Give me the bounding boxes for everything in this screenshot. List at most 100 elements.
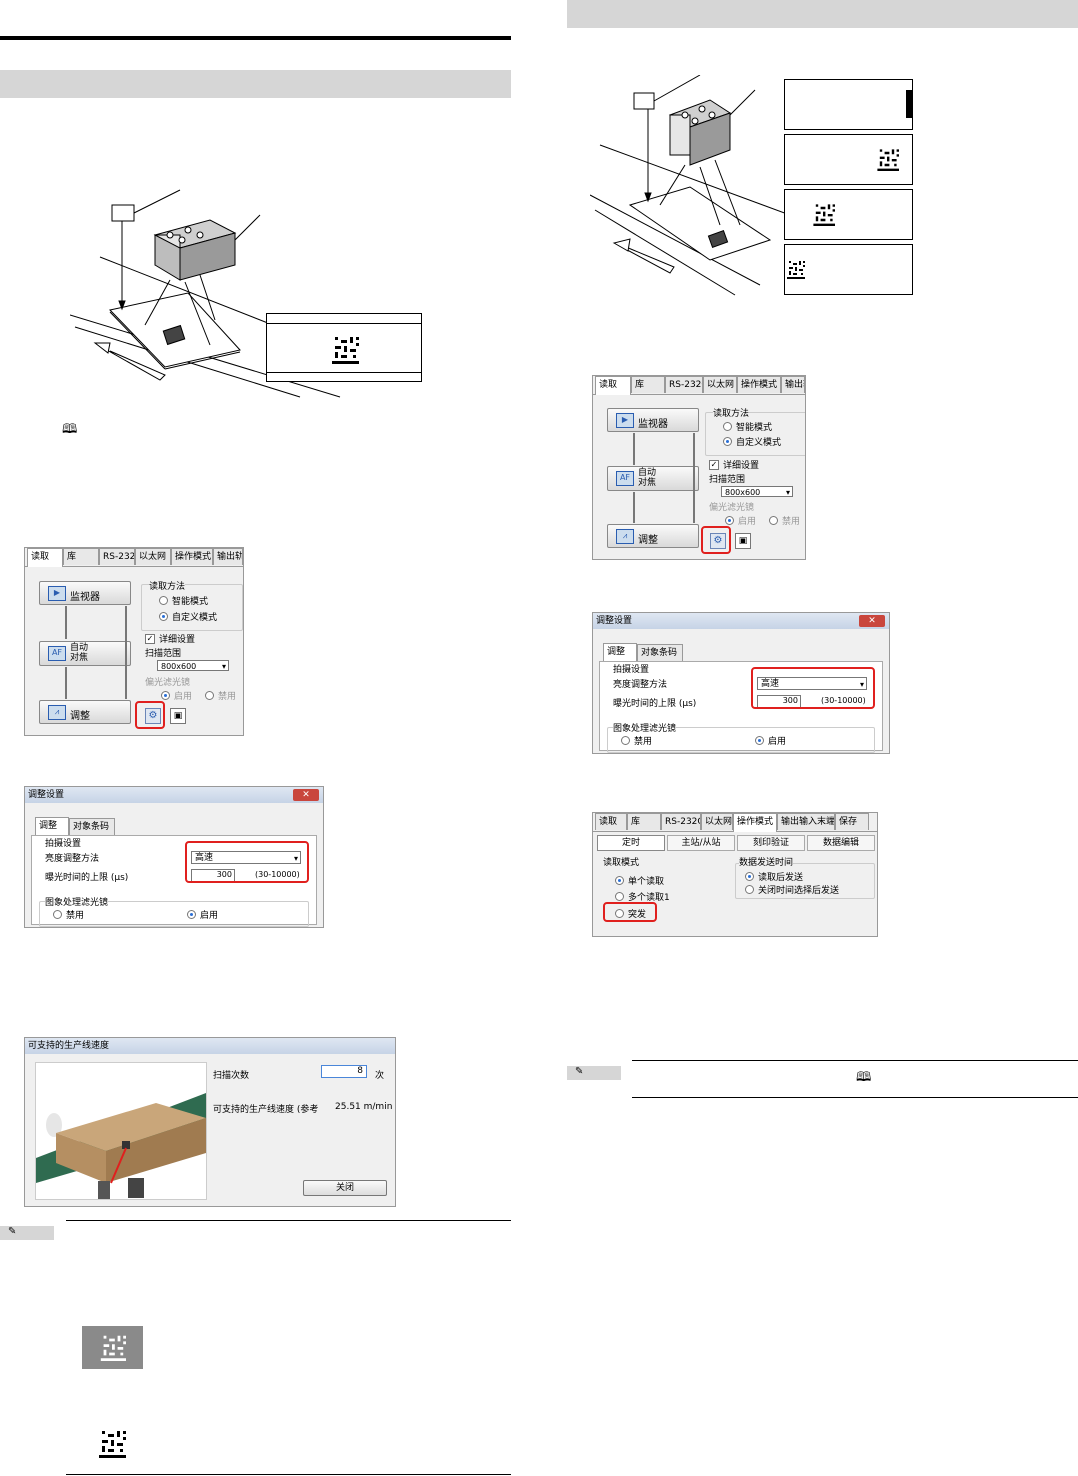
read-method-label: 读取方法: [713, 406, 750, 419]
subtab-master-slave[interactable]: 主站/从站: [667, 835, 735, 851]
highlight-box: [751, 667, 875, 709]
multi-read-option[interactable]: 多个读取1: [615, 890, 670, 903]
tab-read[interactable]: 读取: [595, 813, 627, 830]
tab-operation-mode[interactable]: 操作模式: [171, 548, 213, 565]
tab-ethernet[interactable]: 以太网: [701, 813, 733, 830]
subtab-timing[interactable]: 定时: [597, 835, 665, 851]
smart-mode-option[interactable]: 智能模式: [159, 594, 208, 607]
close-icon[interactable]: ✕: [293, 789, 319, 801]
brightness-method-select[interactable]: 高速: [757, 677, 867, 691]
line-speed-label: 可支持的生产线速度 (参考: [213, 1105, 319, 1115]
section-band: [567, 0, 1078, 28]
filter-disable-option[interactable]: 禁用: [621, 734, 652, 747]
after-timing-off-option[interactable]: 关闭时间选择后发送: [745, 883, 839, 896]
tab-code-conditions[interactable]: 对象条码: [69, 818, 115, 835]
top-rule: [0, 36, 511, 40]
polarizer-enable-option[interactable]: 启用: [161, 689, 192, 702]
gear-icon[interactable]: ⚙: [145, 708, 161, 724]
tab-tuning[interactable]: 调整: [603, 643, 637, 662]
tab-bar: 读取 库 RS-232C 以太网 操作模式 输出输入末端 保存: [593, 813, 877, 832]
tab-read[interactable]: 读取: [27, 548, 63, 567]
scan-count-input[interactable]: 8: [321, 1065, 367, 1078]
flow-arrow: [125, 606, 127, 699]
scan-range-select[interactable]: 800x600: [157, 660, 229, 672]
tab-ethernet[interactable]: 以太网: [703, 376, 737, 393]
detail-settings-checkbox[interactable]: ✓详细设置: [709, 459, 760, 471]
flow-arrow: [633, 433, 635, 465]
after-read-option[interactable]: 读取后发送: [745, 870, 803, 883]
autofocus-label: 自动 对焦: [638, 468, 657, 488]
tab-save[interactable]: 保存: [835, 813, 869, 830]
polarizer-label: 偏光滤光镜: [145, 678, 191, 688]
note-rule: [632, 1060, 1078, 1061]
tab-library[interactable]: 库: [63, 548, 99, 565]
af-icon: AF: [48, 646, 66, 661]
datamatrix-icon: [96, 1428, 126, 1458]
tab-bar: 读取 库 RS-232C 以太网 操作模式 输出轨: [593, 376, 805, 395]
polarizer-enable-option[interactable]: 启用: [725, 514, 756, 527]
monitor-button[interactable]: ▶ 监视器: [607, 408, 699, 432]
filter-group: [607, 727, 875, 753]
tab-read[interactable]: 读取: [595, 376, 631, 395]
tab-io-terminal[interactable]: 输出输入末端: [777, 813, 835, 830]
tuning-button[interactable]: ⩘ 调整: [39, 700, 131, 724]
subtab-print-verify[interactable]: 刻印验证: [737, 835, 805, 851]
right-read-settings-panel: 读取 库 RS-232C 以太网 操作模式 输出轨 ▶ 监视器 AF 自动 对焦…: [592, 375, 806, 560]
autofocus-button[interactable]: AF 自动 对焦: [39, 641, 131, 666]
exposure-range: (30-10000): [821, 696, 866, 705]
read-method-group: [705, 412, 805, 456]
smart-mode-option[interactable]: 智能模式: [723, 420, 772, 433]
image-icon[interactable]: ▣: [170, 708, 186, 724]
monitor-button[interactable]: ▶ 监视器: [39, 581, 131, 605]
tab-output[interactable]: 输出轨: [213, 548, 243, 565]
polarizer-disable-option[interactable]: 禁用: [769, 514, 800, 527]
right-tuning-dialog: 调整设置 ✕ 调整 对象条码 拍摄设置 亮度调整方法 高速 曝光时间的上限 (μ…: [592, 612, 890, 754]
custom-mode-option[interactable]: 自定义模式: [159, 610, 217, 623]
scan-range-select[interactable]: 800x600: [721, 486, 793, 498]
detail-settings-checkbox[interactable]: ✓详细设置: [145, 633, 196, 645]
tab-rs232c[interactable]: RS-232C: [99, 548, 135, 565]
scan-count-label: 扫描次数: [213, 1071, 250, 1081]
filter-enable-option[interactable]: 启用: [755, 734, 786, 747]
custom-mode-option[interactable]: 自定义模式: [723, 435, 781, 448]
filter-disable-option[interactable]: 禁用: [53, 908, 84, 921]
tuning-button[interactable]: ⩘ 调整: [607, 524, 699, 548]
flow-arrow: [65, 667, 67, 699]
book-icon: 🕮: [62, 422, 78, 437]
tab-operation-mode[interactable]: 操作模式: [737, 376, 781, 393]
tab-bar: 读取 库 RS-232C 以太网 操作模式 输出轨: [25, 548, 243, 567]
single-read-option[interactable]: 单个读取: [615, 874, 664, 887]
left-tuning-dialog: 调整设置 ✕ 调整 对象条码 拍摄设置 亮度调整方法 高速 曝光时间的上限 (μ…: [24, 786, 324, 928]
tab-rs232c[interactable]: RS-232C: [665, 376, 703, 393]
brightness-method-label: 亮度调整方法: [45, 854, 100, 864]
tab-tuning[interactable]: 调整: [35, 817, 69, 836]
tab-operation-mode[interactable]: 操作模式: [733, 813, 777, 832]
tab-ethernet[interactable]: 以太网: [135, 548, 171, 565]
autofocus-button[interactable]: AF 自动 对焦: [607, 466, 699, 491]
conveyor-illustration: [35, 1062, 207, 1200]
tab-library[interactable]: 库: [627, 813, 661, 830]
read-method-label: 读取方法: [149, 579, 186, 592]
flow-arrow: [633, 492, 635, 523]
polarizer-disable-option[interactable]: 禁用: [205, 689, 236, 702]
tab-rs232c[interactable]: RS-232C: [661, 813, 701, 830]
subtab-data-edit[interactable]: 数据编辑: [807, 835, 875, 851]
burst-option[interactable]: 突发: [615, 907, 646, 920]
filter-enable-option[interactable]: 启用: [187, 908, 218, 921]
close-button[interactable]: 关闭: [303, 1180, 387, 1196]
image-icon[interactable]: ▣: [735, 533, 751, 549]
tuning-label: 调整: [70, 711, 90, 722]
tab-library[interactable]: 库: [631, 376, 665, 393]
close-icon[interactable]: ✕: [859, 615, 885, 627]
gear-icon[interactable]: ⚙: [710, 533, 726, 549]
note-rule-bottom: [632, 1097, 1078, 1098]
sequence-box-2: [784, 134, 913, 185]
sequence-box-1: [784, 79, 913, 130]
line-speed-dialog: 可支持的生产线速度 扫描次数 8 次 可支持的生产线速度 (参考 25.51 m…: [24, 1037, 396, 1207]
monitor-icon: ▶: [616, 413, 634, 428]
tab-output[interactable]: 输出轨: [781, 376, 805, 393]
capture-settings-label: 拍摄设置: [613, 665, 650, 675]
pen-icon: ✎: [575, 1066, 584, 1077]
brightness-method-select[interactable]: 高速: [191, 851, 301, 865]
tab-code-conditions[interactable]: 对象条码: [637, 644, 683, 661]
